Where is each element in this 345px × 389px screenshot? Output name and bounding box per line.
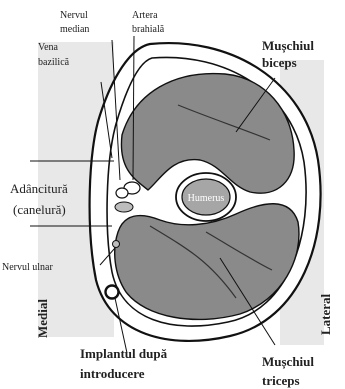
label-nervul-median: Nervul median [60,10,90,35]
label-artera-brahiala: Artera brahială [132,10,165,35]
label-humerus: Humerus [188,193,225,204]
vessel-bottom [115,202,133,212]
label-muschiul-triceps: Mușchiul triceps [262,354,317,388]
label-implantul: Implantul după introducere [80,346,170,381]
label-lateral: Lateral [318,293,333,335]
label-nervul-ulnar: Nervul ulnar [2,262,53,273]
vessel-medium [116,188,128,198]
implant-ring [106,286,119,299]
ulnar-nerve [113,241,120,248]
label-medial: Medial [35,299,50,338]
